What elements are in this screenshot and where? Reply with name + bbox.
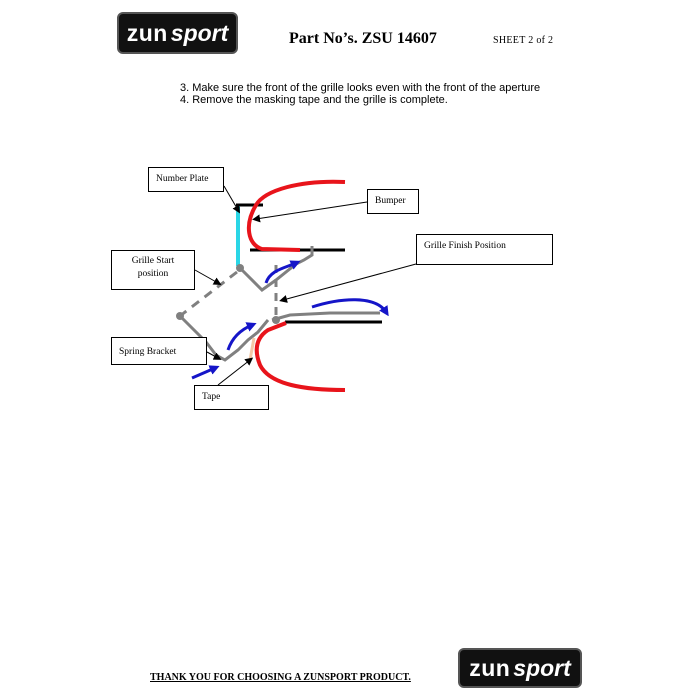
upper-movement-arrow <box>264 260 301 284</box>
bumper-leader <box>252 201 368 223</box>
spring-bracket-pivot <box>176 312 184 320</box>
footer-thank-you: THANK YOU FOR CHOOSING A ZUNSPORT PRODUC… <box>150 672 411 683</box>
number-plate-leader <box>223 185 241 214</box>
logo-text-sport: sport <box>170 19 229 46</box>
grille-start-leader <box>194 269 222 285</box>
spring-bracket-piece <box>178 314 270 362</box>
middle-movement-arrow <box>226 322 257 351</box>
tape-shape <box>248 337 256 361</box>
logo-text-zun: zun <box>469 654 511 681</box>
instruction-step-3: 3. Make sure the front of the grille loo… <box>180 82 541 94</box>
grille-start-dashed-line <box>179 270 238 318</box>
upper-bumper-shape <box>246 179 346 252</box>
instruction-step-4: 4. Remove the masking tape and the grill… <box>180 94 448 106</box>
lower-grille-pivot <box>272 316 280 324</box>
right-movement-arrow <box>311 298 389 317</box>
lower-bumper-shape <box>254 321 346 392</box>
label-number-plate: Number Plate <box>148 167 224 192</box>
upper-grille-pivot <box>236 264 244 272</box>
label-grille-start-position: Grille Start position <box>111 250 195 290</box>
logo-text-zun: zun <box>126 19 168 46</box>
label-spring-bracket: Spring Bracket <box>111 337 207 365</box>
logo-text-sport: sport <box>513 654 571 681</box>
grille-finish-leader <box>279 263 417 303</box>
lower-movement-arrow <box>191 365 220 380</box>
spring-bracket-leader <box>206 351 222 360</box>
label-bumper: Bumper <box>367 189 419 214</box>
label-grille-finish-position: Grille Finish Position <box>416 234 553 265</box>
label-tape: Tape <box>194 385 269 410</box>
part-number-title: Part No’s. ZSU 14607 <box>289 30 437 47</box>
tape-leader <box>217 357 254 386</box>
sheet-number: SHEET 2 of 2 <box>493 35 554 46</box>
lower-grille-bar <box>271 311 380 322</box>
